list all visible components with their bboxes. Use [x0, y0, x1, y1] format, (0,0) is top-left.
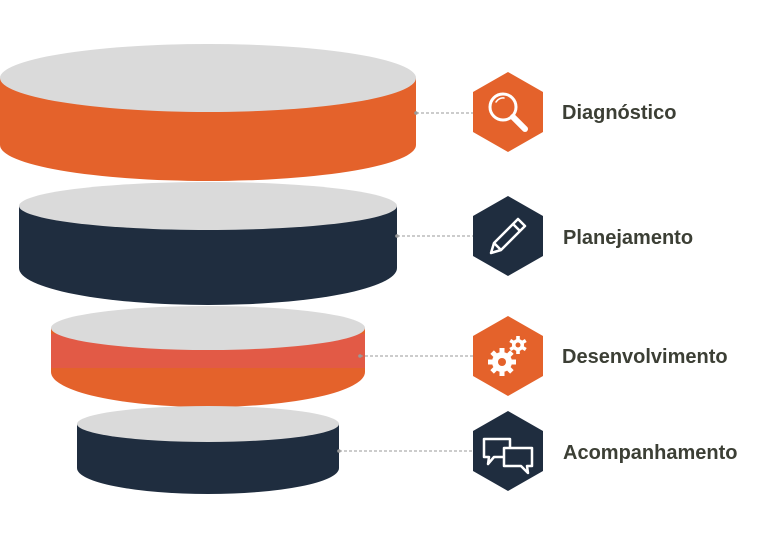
tier-2-top: [19, 182, 397, 230]
stage-label-acompanhamento: Acompanhamento: [563, 442, 738, 464]
tier-2-body: [19, 206, 397, 305]
hexagon-badge-4: [473, 411, 543, 491]
stage-label-planejamento: Planejamento: [563, 227, 694, 249]
connector-1-dot: [414, 111, 418, 115]
chat-bubbles-icon: [482, 437, 534, 475]
tier-3-top: [51, 306, 365, 350]
hexagon-2: [473, 196, 543, 276]
tier-4-top: [77, 406, 339, 442]
pencil-icon: [489, 217, 527, 255]
tier-1-top: [0, 44, 416, 112]
connector-4-dot: [337, 449, 341, 453]
hexagon-1: [473, 72, 543, 152]
funnel-tier-1: [0, 44, 416, 181]
connector-2-dot: [395, 234, 399, 238]
hexagon-badge-2: [473, 196, 543, 276]
hexagon-badge-3: [473, 316, 543, 396]
connectors: [337, 111, 473, 453]
stage-label-diagnostico: Diagnóstico: [562, 102, 677, 124]
funnel-tier-3: [51, 306, 365, 407]
gears-icon: [488, 336, 527, 376]
hexagon-badge-1: [473, 72, 543, 152]
funnel-tier-4: [77, 406, 339, 494]
connector-3-dot: [358, 354, 362, 358]
tier-4-body: [77, 424, 339, 494]
magnifier-icon: [488, 92, 528, 132]
funnel-tier-2: [19, 182, 397, 305]
stage-label-desenvolvimento: Desenvolvimento: [562, 346, 728, 368]
